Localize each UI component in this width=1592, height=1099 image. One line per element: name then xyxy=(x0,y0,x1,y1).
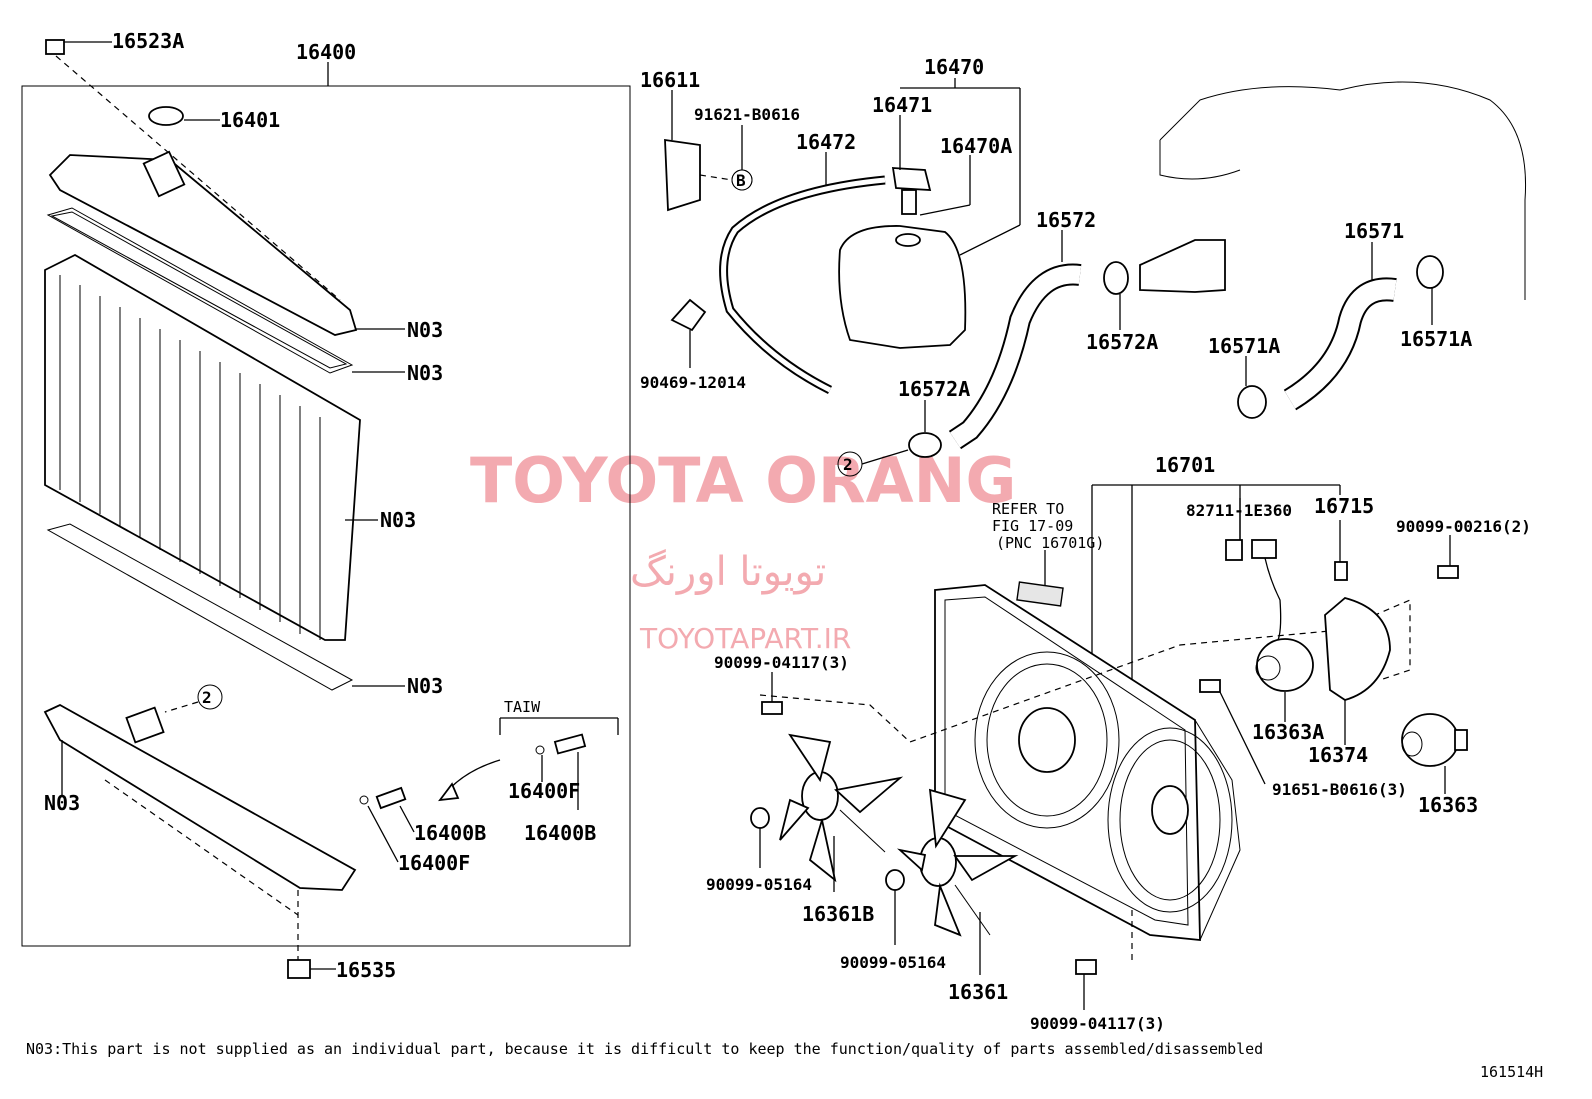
label-16374: 16374 xyxy=(1308,743,1368,767)
label-16400: 16400 xyxy=(296,40,356,64)
radiator-core xyxy=(44,253,361,641)
reservoir-tank-16470 xyxy=(838,225,967,349)
label-16361: 16361 xyxy=(948,980,1008,1004)
label-refer-to: REFER TO xyxy=(992,500,1064,518)
figure-id: 161514H xyxy=(1480,1063,1543,1081)
clamp-16571A-right xyxy=(1416,255,1444,289)
label-16471: 16471 xyxy=(872,93,932,117)
hose-assembly xyxy=(837,81,1527,477)
watermark-persian: تویوتا اورنگ xyxy=(630,549,826,595)
label-16715: 16715 xyxy=(1314,494,1374,518)
nut-90099-05164-a xyxy=(750,807,770,829)
label-90099-05164-a: 90099-05164 xyxy=(706,875,812,894)
label-16611: 16611 xyxy=(640,68,700,92)
lower-tank xyxy=(43,703,357,891)
label-n03-upper-gasket: N03 xyxy=(407,361,443,385)
label-taiw: TAIW xyxy=(504,698,541,716)
clamp-16572A-lower xyxy=(908,432,942,458)
reservoir-cap-16471 xyxy=(891,167,932,191)
nut-90099-05164-b xyxy=(885,869,905,891)
label-16400F-left: 16400F xyxy=(398,851,470,875)
plug-16535 xyxy=(287,959,311,979)
label-16363: 16363 xyxy=(1418,793,1478,817)
clip-82711-1E360 xyxy=(1225,539,1243,561)
label-16571A-left: 16571A xyxy=(1208,334,1280,358)
bolt-90099-04117-lower xyxy=(1075,959,1097,975)
outlet-pipe xyxy=(1139,239,1226,293)
clamp-16571A-left xyxy=(1237,385,1267,419)
screw-90099-00216 xyxy=(1437,565,1459,579)
label-16472: 16472 xyxy=(796,130,856,154)
label-90099-04117-lower: 90099-04117(3) xyxy=(1030,1014,1165,1033)
label-90469-12014: 90469-12014 xyxy=(640,373,746,392)
bolt-91651-B0616 xyxy=(1199,679,1221,693)
label-16571A-right: 16571A xyxy=(1400,327,1472,351)
radiator-cap-16401 xyxy=(148,106,184,126)
label-16523A: 16523A xyxy=(112,29,184,53)
label-82711-1E360: 82711-1E360 xyxy=(1186,501,1292,520)
footnote-n03: N03:This part is not supplied as an indi… xyxy=(26,1040,1263,1058)
label-90099-04117-upper: 90099-04117(3) xyxy=(714,653,849,672)
label-n03-core: N03 xyxy=(380,508,416,532)
label-16400B-left: 16400B xyxy=(414,821,486,845)
label-16572: 16572 xyxy=(1036,208,1096,232)
radiator-group-frame xyxy=(21,85,631,947)
connector-16715 xyxy=(1334,561,1348,581)
label-circle-b: B xyxy=(736,171,746,190)
fan-16361 xyxy=(896,788,1019,937)
label-90099-05164-b: 90099-05164 xyxy=(840,953,946,972)
label-n03-lower-gasket: N03 xyxy=(407,674,443,698)
bolt-90099-04117-upper xyxy=(761,701,783,715)
motor-16363 xyxy=(1401,713,1468,767)
upper-tank xyxy=(48,154,358,336)
radiator-assembly xyxy=(21,39,631,979)
label-16400F-taiw: 16400F xyxy=(508,779,580,803)
fan-16361B xyxy=(779,733,904,883)
label-16361B: 16361B xyxy=(802,902,874,926)
cover-16374 xyxy=(1324,597,1391,701)
label-16572A-lower: 16572A xyxy=(898,377,970,401)
label-90099-00216: 90099-00216(2) xyxy=(1396,517,1531,536)
label-circle-2-right: 2 xyxy=(843,455,853,474)
label-circle-2-left: 2 xyxy=(202,688,212,707)
label-16470A: 16470A xyxy=(940,134,1012,158)
label-91651-B0616: 91651-B0616(3) xyxy=(1272,780,1407,799)
label-16572A-upper: 16572A xyxy=(1086,330,1158,354)
plug-16523A xyxy=(45,39,65,55)
label-91621-B0616: 91621-B0616 xyxy=(694,105,800,124)
reservoir-assembly xyxy=(664,78,1021,395)
label-16571: 16571 xyxy=(1344,219,1404,243)
watermark-site: TOYOTAPART.IR xyxy=(639,622,851,655)
label-16400B-taiw: 16400B xyxy=(524,821,596,845)
clip-90469-12014 xyxy=(670,298,707,332)
label-fig-17-09: FIG 17-09 xyxy=(992,517,1073,535)
label-n03-lower-tank: N03 xyxy=(44,791,80,815)
motor-16363A xyxy=(1256,638,1314,692)
fan-assembly xyxy=(750,484,1468,1010)
label-pnc-16701G: (PNC 16701G) xyxy=(996,534,1104,552)
label-16470: 16470 xyxy=(924,55,984,79)
clamp-16572A-upper xyxy=(1103,261,1129,295)
bracket-16611 xyxy=(664,138,701,212)
label-16535: 16535 xyxy=(336,958,396,982)
label-n03-upper-tank: N03 xyxy=(407,318,443,342)
label-16401: 16401 xyxy=(220,108,280,132)
label-16701: 16701 xyxy=(1155,453,1215,477)
label-16363A: 16363A xyxy=(1252,720,1324,744)
